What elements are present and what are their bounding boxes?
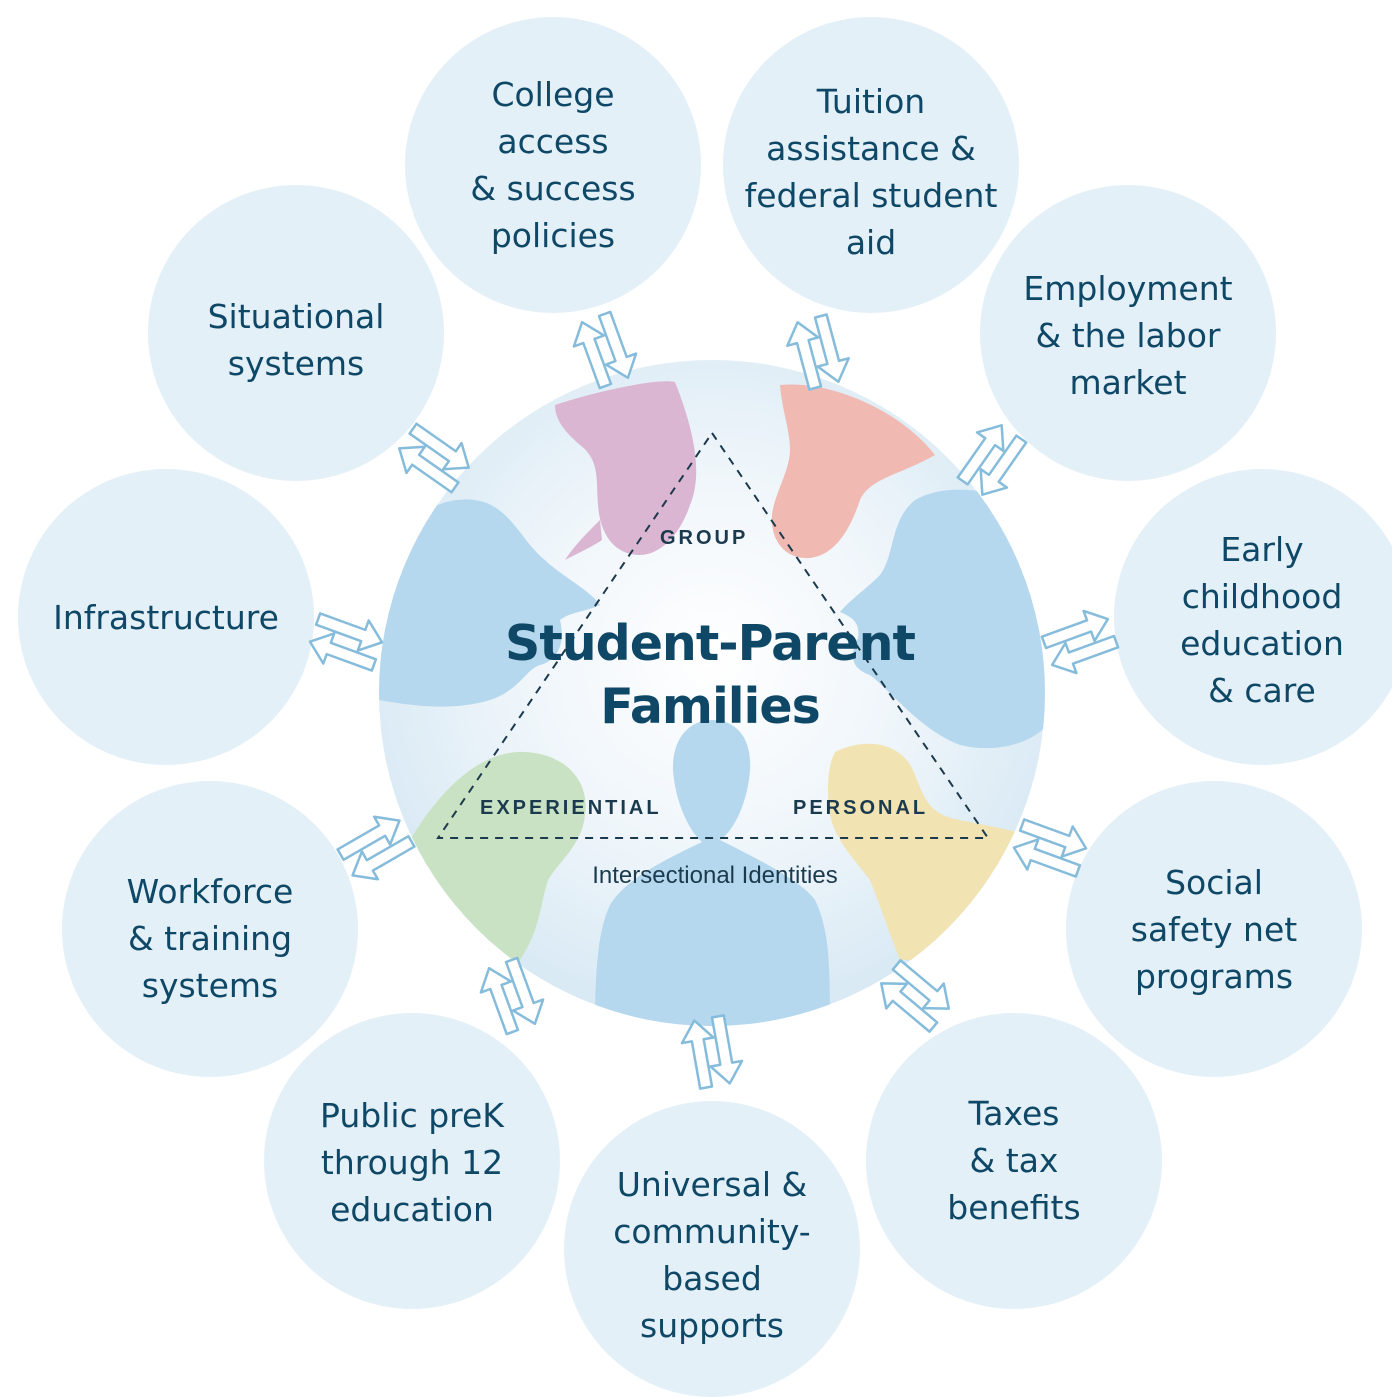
taxes-circle (866, 1013, 1162, 1309)
silhouette-blue-left (379, 499, 600, 707)
triangle-label-personal: PERSONAL (793, 797, 929, 819)
triangle-label-experiential: EXPERIENTIAL (480, 797, 662, 819)
infrastructure-circle (18, 469, 314, 765)
college-access-circle (405, 17, 701, 313)
arrow-early-childhood (1037, 602, 1123, 682)
silhouette-salmon (771, 384, 935, 559)
silhouette-blue-center (595, 720, 830, 1026)
universal-community-circle (564, 1101, 860, 1397)
arrow-infrastructure (303, 602, 389, 682)
workforce-circle (62, 781, 358, 1077)
public-prek-circle (264, 1013, 560, 1309)
tuition-assistance-circle (723, 17, 1019, 313)
situational-circle (148, 185, 444, 481)
infrastructure-label: Infrastructure (53, 597, 279, 637)
center-title: Student-Parent Families (505, 615, 916, 735)
system-circles (18, 17, 1392, 1397)
intersectional-identities-label: Intersectional Identities (592, 862, 838, 889)
silhouette-blue-right (840, 489, 1045, 749)
identity-triangle (436, 431, 990, 839)
early-childhood-circle (1114, 469, 1392, 765)
employment-circle (980, 185, 1276, 481)
social-safety-net-circle (1066, 781, 1362, 1077)
triangle-label-group: GROUP (660, 527, 749, 549)
silhouette-purple (555, 381, 697, 560)
